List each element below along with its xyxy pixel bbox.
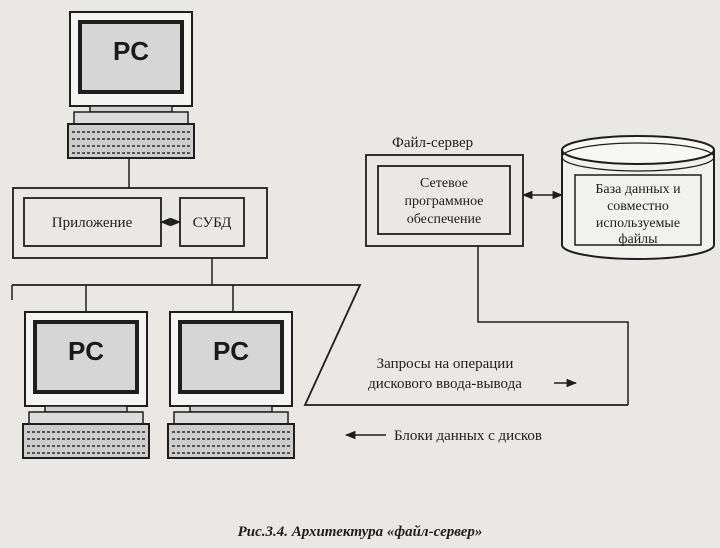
file-server-title: Файл-сервер [392,135,473,151]
computer-bottom-right-icon [166,310,296,460]
computer-top: PC [66,10,196,160]
computer-top-label: PC [113,36,149,66]
database-cylinder-body [561,150,715,260]
dbms-label: СУБД [193,215,232,231]
application-label: Приложение [52,215,133,231]
database: База данных и совместно используемые фай… [561,135,715,260]
figure-caption: Рис.3.4. Архитектура «файл-сервер» [238,524,483,540]
request-label-line-1: Запросы на операции [377,356,514,372]
computer-top-icon [66,10,196,160]
database-line-3: используемые [596,216,680,231]
server-bus-connector [477,246,629,405]
dbms-box [179,197,245,247]
computer-bottom-right: PC [166,310,296,460]
computer-bottom-left-label: PC [68,336,104,366]
network-software-line-3: обеспечение [407,212,482,227]
network-software-line-2: программное [404,194,483,209]
database-line-4: файлы [618,232,658,247]
file-server-box [365,154,524,247]
computer-bottom-right-label: PC [213,336,249,366]
response-label: Блоки данных с дисков [394,428,542,444]
computer-bottom-left-icon [21,310,151,460]
request-label-line-2: дискового ввода-вывода [368,376,522,392]
file-server: Файл-сервер Сетевое программное обеспече… [365,135,524,247]
network-software-line-1: Сетевое [420,176,468,191]
network-bus [12,284,628,406]
database-line-2: совместно [607,199,669,214]
database-label-box [574,174,702,246]
computer-bottom-left: PC [21,310,151,460]
database-line-1: База данных и [595,182,681,197]
database-cylinder-top [561,135,715,165]
network-software-box [377,165,511,235]
database-cylinder-rim [561,142,715,172]
client-box: Приложение СУБД [12,187,268,259]
client-box-frame [12,187,268,259]
